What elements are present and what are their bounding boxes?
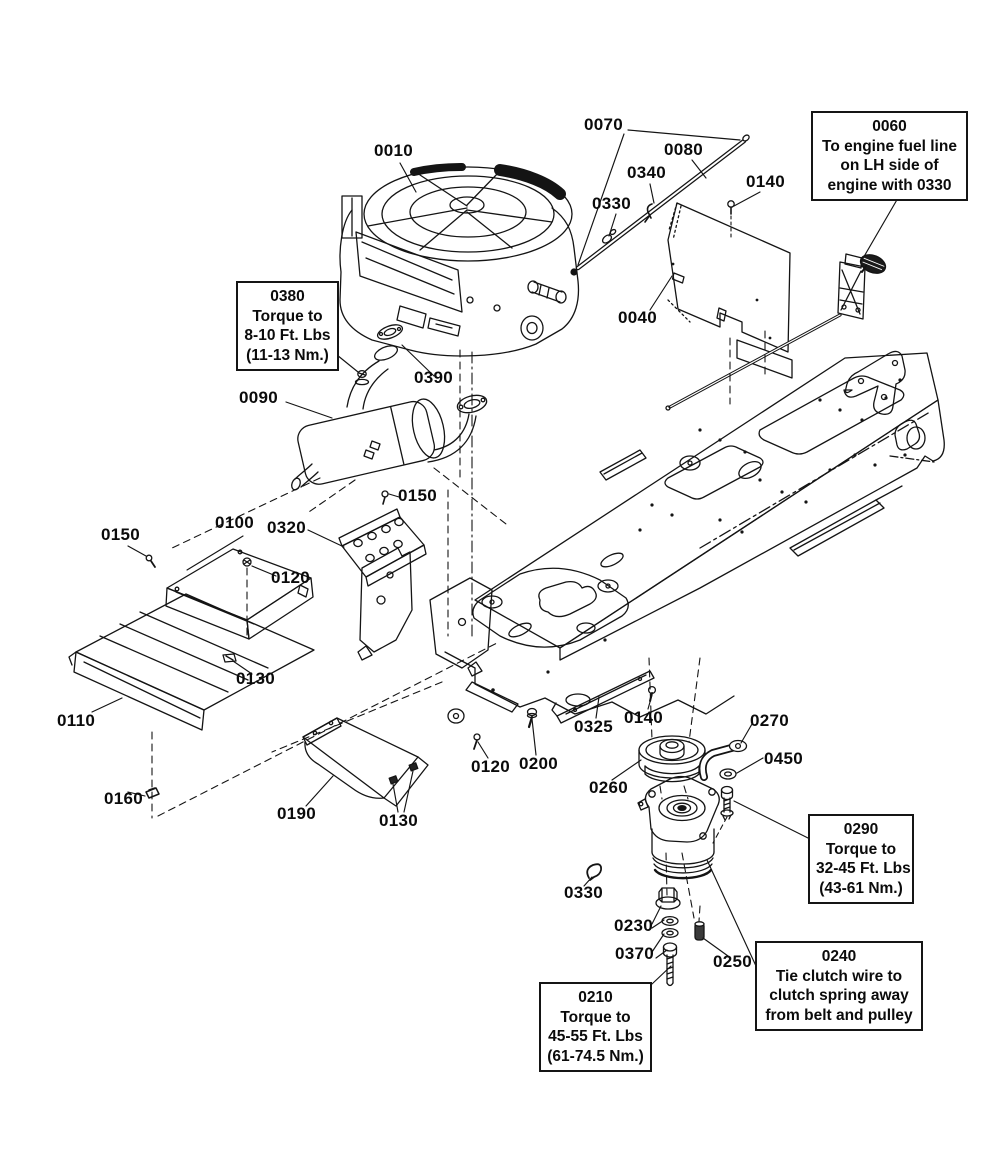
heat-shield-lower-illustration: [68, 593, 315, 731]
part-label-0140-bottom: 0140: [624, 708, 664, 727]
part-label-0320: 0320: [267, 518, 307, 537]
part-label-0370: 0370: [615, 944, 655, 963]
frame-rivet-dots: [491, 378, 907, 692]
part-label-0340: 0340: [627, 163, 667, 182]
part-label-0150-left: 0150: [101, 525, 141, 544]
bolt-0290-illustration: [720, 785, 734, 821]
part-label-0130-left: 0130: [236, 669, 276, 688]
frame-illustration: [357, 339, 945, 724]
callout-0290-line: (43-61 Nm.): [819, 879, 903, 897]
part-label-0390: 0390: [414, 368, 454, 387]
idler-arm-0270-illustration: [698, 739, 748, 781]
callout-0240-line: Tie clutch wire to: [775, 967, 903, 985]
fuel-rod-illustration: [570, 134, 750, 276]
part-label-0160: 0160: [104, 789, 144, 808]
callout-0210-line: (61-74.5 Nm.): [547, 1047, 644, 1065]
part-label-0330-top: 0330: [592, 194, 632, 213]
part-label-0080: 0080: [664, 140, 704, 159]
part-label-0140-top: 0140: [746, 172, 786, 191]
part-label-0250: 0250: [713, 952, 753, 971]
callout-0060-line: To engine fuel line: [822, 137, 957, 155]
callout-0240-line: 0240: [821, 948, 857, 965]
part-label-0230: 0230: [614, 916, 654, 935]
callout-0060-line: 0060: [872, 118, 907, 135]
callout-0290-line: 32-45 Ft. Lbs: [816, 860, 911, 878]
pulley-0260-illustration: [638, 735, 706, 783]
part-label-0190: 0190: [277, 804, 317, 823]
callout-0060: 0060 To engine fuel line on LH side of e…: [811, 111, 968, 202]
callout-0210: 0210 Torque to 45-55 Ft. Lbs (61-74.5 Nm…: [539, 982, 652, 1073]
callout-0290-line: Torque to: [825, 840, 897, 858]
part-label-0070: 0070: [584, 115, 624, 134]
callout-0380-line: 0380: [270, 288, 305, 305]
callout-0210-line: 0210: [578, 989, 613, 1006]
part-label-0200: 0200: [519, 754, 559, 773]
callout-0240-line: from belt and pulley: [765, 1006, 913, 1024]
bracket-0190-illustration: [302, 717, 429, 807]
callout-0210-line: Torque to: [560, 1008, 631, 1026]
callout-0380-line: 8-10 Ft. Lbs: [244, 327, 331, 345]
part-label-0270: 0270: [750, 711, 790, 730]
part-label-0260: 0260: [589, 778, 629, 797]
callout-0290-line: 0290: [843, 821, 879, 838]
callout-0290: 0290 Torque to 32-45 Ft. Lbs (43-61 Nm.): [808, 814, 914, 905]
part-label-0330-bottom: 0330: [564, 883, 604, 902]
clutch-hardware-illustration: [586, 863, 705, 987]
part-label-0120-left: 0120: [271, 568, 311, 587]
callout-0240: 0240 Tie clutch wire to clutch spring aw…: [755, 941, 923, 1032]
callout-0210-line: 45-55 Ft. Lbs: [548, 1028, 643, 1046]
fasteners-misc-illustration: [145, 200, 735, 799]
part-label-0130-bottom: 0130: [379, 811, 419, 830]
callout-0240-line: clutch spring away: [769, 987, 909, 1005]
guide-lines: [151, 215, 766, 922]
callout-0380-line: Torque to: [252, 307, 323, 325]
callout-0060-line: engine with 0330: [827, 176, 952, 194]
muffler-illustration: [291, 360, 488, 491]
bar-0325-illustration: [551, 670, 655, 724]
callout-0060-line: on LH side of: [840, 157, 939, 175]
engine-illustration: [339, 162, 580, 361]
part-label-0150-muffler: 0150: [398, 486, 438, 505]
throttle-control-illustration: [665, 253, 887, 411]
clutch-illustration: [637, 775, 720, 880]
heat-shield-upper-illustration: [165, 548, 314, 640]
part-label-0090: 0090: [239, 388, 279, 407]
part-label-0120-bottom: 0120: [471, 757, 511, 776]
panel-0040-illustration: [667, 202, 791, 353]
callout-0380: 0380 Torque to 8-10 Ft. Lbs (11-13 Nm.): [236, 281, 339, 372]
part-label-0325: 0325: [574, 717, 614, 736]
part-label-0040: 0040: [618, 308, 658, 327]
leader-lines: [91, 129, 899, 985]
part-label-0450: 0450: [764, 749, 804, 768]
part-label-0100: 0100: [215, 513, 255, 532]
part-label-0110: 0110: [57, 711, 96, 730]
wire-hook-0330: [586, 863, 602, 881]
callout-0380-line: (11-13 Nm.): [246, 346, 329, 364]
washer-0450-illustration: [719, 768, 737, 780]
plate-0320-illustration: [338, 508, 427, 587]
part-label-0010: 0010: [374, 141, 414, 160]
